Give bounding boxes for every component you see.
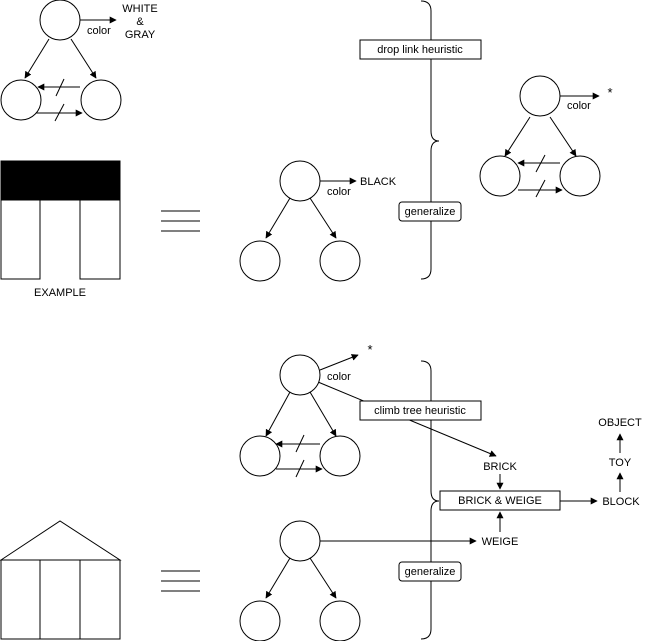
node-circle — [279, 520, 321, 562]
node-circle — [319, 600, 361, 641]
node-circle — [559, 155, 601, 197]
negation-slash — [295, 434, 305, 453]
color-label: color — [327, 371, 351, 383]
brick-weige-label: BRICK & WEIGE — [458, 495, 542, 507]
negation-slash — [295, 459, 305, 478]
generalize-label-bottom: generalize — [405, 566, 456, 578]
node-circle — [39, 0, 81, 41]
graph-top-left: color WHITE & GRAY — [0, 0, 158, 122]
node-circle — [319, 435, 361, 477]
edge — [309, 197, 337, 239]
brace-top — [420, 0, 440, 280]
brace-bottom — [420, 360, 440, 640]
graph-top-right: color * — [479, 75, 613, 198]
edge — [549, 116, 577, 157]
node-circle — [239, 435, 281, 477]
black-lintel-block — [0, 160, 121, 201]
left-pillar-block — [0, 199, 41, 280]
drop-link-heuristic-box — [359, 39, 482, 60]
left-pillar-block — [0, 559, 41, 640]
roof-wedge — [0, 520, 122, 561]
negation-slash — [54, 103, 65, 122]
object-label: OBJECT — [598, 417, 642, 429]
toy-label: TOY — [609, 457, 632, 469]
node-circle — [239, 600, 281, 641]
star-label: * — [607, 85, 612, 100]
equivalence-sign-top — [161, 210, 200, 232]
generalize-label-top: generalize — [405, 206, 456, 218]
example-blocks: EXAMPLE — [0, 160, 121, 299]
node-circle — [0, 79, 42, 121]
drop-link-heuristic-label: drop link heuristic — [377, 44, 463, 56]
node-circle — [80, 79, 122, 121]
node-circle — [479, 155, 521, 197]
color-label: color — [87, 25, 111, 37]
black-label: BLACK — [360, 176, 397, 188]
ampersand-label: & — [136, 16, 144, 28]
color-label: color — [567, 100, 591, 112]
example-label: EXAMPLE — [34, 287, 86, 299]
edge — [265, 557, 291, 599]
node-circle — [239, 240, 281, 282]
node-circle — [319, 240, 361, 282]
brick-label: BRICK — [483, 461, 517, 473]
generalize-box-top — [398, 201, 462, 222]
edge — [70, 38, 97, 79]
negation-slash — [535, 179, 546, 198]
star-label: * — [367, 342, 372, 357]
edge — [24, 38, 50, 79]
middle-pillar-block — [39, 559, 81, 640]
graph-black: color BLACK — [239, 160, 397, 282]
gray-label: GRAY — [125, 29, 156, 41]
negation-slash — [55, 78, 65, 97]
type-hierarchy: BRICK BRICK & WEIGE WEIGE BLOCK TOY OBJE… — [439, 417, 642, 548]
equivalence-sign-bottom — [161, 570, 200, 592]
edge — [309, 391, 337, 437]
graph-bottom-lower — [239, 520, 477, 641]
edge — [504, 116, 531, 157]
white-label: WHITE — [122, 3, 157, 15]
edge — [265, 391, 291, 437]
edge — [265, 197, 291, 239]
right-pillar-block — [79, 559, 121, 640]
climb-tree-heuristic-label: climb tree heuristic — [374, 405, 466, 417]
node-circle — [519, 75, 561, 117]
node-circle — [279, 160, 321, 202]
block-label: BLOCK — [602, 496, 640, 508]
graph-bottom-upper: color * — [239, 342, 497, 478]
color-arrow — [319, 354, 359, 371]
node-circle — [279, 354, 321, 396]
negation-slash — [535, 154, 546, 173]
climb-tree-heuristic-box — [359, 400, 482, 421]
color-label: color — [327, 186, 351, 198]
edge — [309, 557, 337, 599]
example-house — [0, 520, 122, 640]
generalize-box-bottom — [398, 561, 462, 582]
right-pillar-block — [79, 199, 121, 280]
weige-label: WEIGE — [482, 536, 519, 548]
